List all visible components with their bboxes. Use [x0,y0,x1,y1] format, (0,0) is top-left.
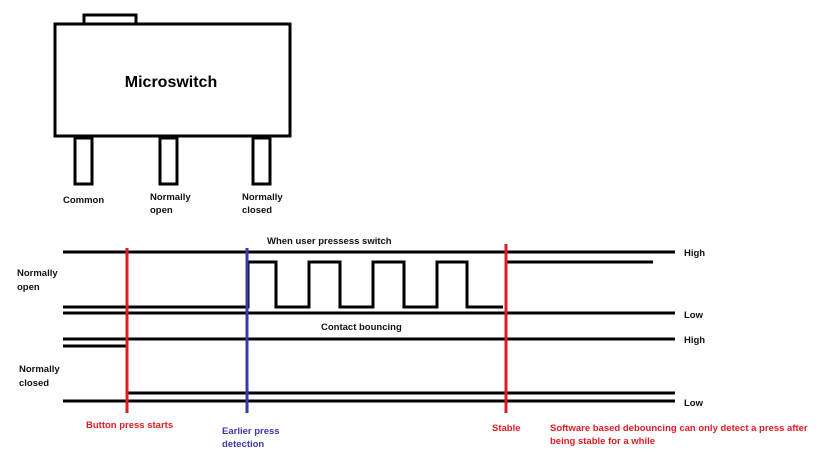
microswitch: Microswitch Common Normally open Normall… [53,13,292,216]
microswitch-title: Microswitch [125,74,217,91]
earlier-press-detection-label-line2: detection [222,439,264,450]
normally-closed-signal: Normally closed High Low [19,335,705,409]
microswitch-body [53,22,292,138]
earlier-press-detection-label: Earlier press detection [222,426,282,450]
normally-open-signal-label-line2: open [17,282,40,293]
normally-closed-pin-label: Normally closed [242,192,285,216]
no-high-level-label: High [684,248,705,259]
normally-closed-pin [251,136,272,186]
no-low-level-label: Low [684,310,704,321]
normally-closed-signal-label: Normally closed [19,364,62,389]
normally-open-pin-label-line1: Normally [150,192,191,203]
normally-closed-pin-label-line2: closed [242,205,272,216]
normally-open-pin [158,136,179,186]
common-pin [73,136,94,186]
common-pin-label: Common [63,195,104,206]
contact-bouncing-caption: Contact bouncing [321,322,402,333]
normally-open-signal-label-line1: Normally [17,268,58,279]
event-markers [125,244,508,413]
marker-captions: Button press starts Earlier press detect… [86,420,810,450]
normally-open-signal: Normally open High Low When user presses… [17,236,705,333]
button-press-starts-label: Button press starts [86,420,173,431]
stable-label: Stable [492,423,521,434]
software-debouncing-note-line1: Software based debouncing can only detec… [550,423,808,434]
normally-open-signal-label: Normally open [17,268,60,293]
software-debouncing-note-line2: being stable for a while [550,436,655,447]
nc-low-level-label: Low [684,398,704,409]
nc-high-level-label: High [684,335,705,346]
normally-closed-signal-label-line2: closed [19,378,49,389]
software-debouncing-note: Software based debouncing can only detec… [550,423,810,447]
normally-open-pin-label: Normally open [150,192,193,216]
press-caption: When user pressess switch [267,236,392,247]
earlier-press-detection-label-line1: Earlier press [222,426,280,437]
normally-open-pin-label-line2: open [150,205,173,216]
no-bouncing-waveform [63,260,503,309]
normally-closed-pin-label-line1: Normally [242,192,283,203]
normally-closed-signal-label-line1: Normally [19,364,60,375]
